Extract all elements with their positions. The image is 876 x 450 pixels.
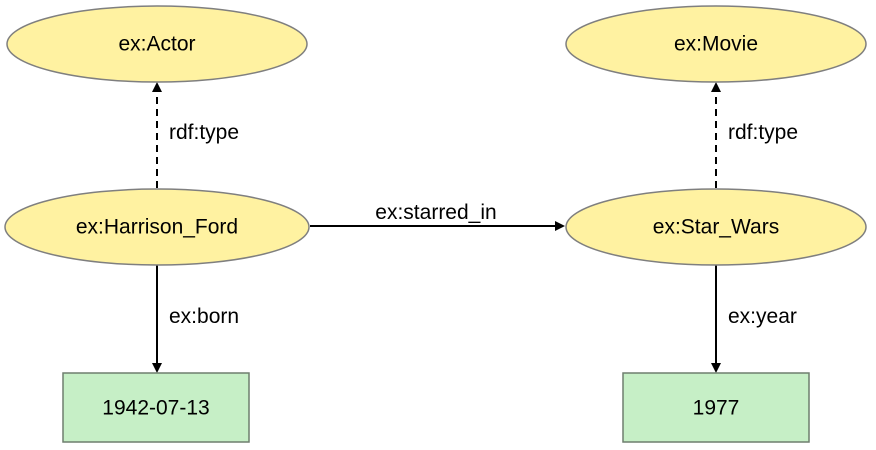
node-ex-harrison-ford-shape: [4, 188, 310, 266]
node-ex-actor: ex:Actor: [6, 5, 308, 83]
literal-year: 1977: [622, 372, 810, 443]
edge-ford-rdf-type: rdf:type: [152, 82, 239, 188]
edge-starred-in: ex:starred_in: [310, 201, 565, 231]
edge-year: ex:year: [711, 265, 797, 373]
literal-born-date-label: 1942-07-13: [102, 397, 209, 420]
edge-born: ex:born: [152, 265, 239, 373]
node-ex-actor-label: ex:Actor: [118, 33, 195, 56]
node-ex-movie-shape: [565, 5, 867, 83]
literal-year-label: 1977: [693, 397, 740, 420]
edge-starred-in-label: ex:starred_in: [375, 201, 496, 224]
literal-born-date-shape: [62, 372, 250, 443]
edge-year-label: ex:year: [728, 305, 797, 328]
literal-born-date: 1942-07-13: [62, 372, 250, 443]
node-ex-star-wars-label: ex:Star_Wars: [653, 216, 779, 239]
literal-year-shape: [622, 372, 810, 443]
node-ex-movie: ex:Movie: [565, 5, 867, 83]
node-ex-harrison-ford: ex:Harrison_Ford: [4, 188, 310, 266]
edge-starwars-rdf-type: rdf:type: [711, 82, 798, 188]
node-ex-actor-shape: [6, 5, 308, 83]
edge-starwars-rdf-type-label: rdf:type: [728, 121, 798, 144]
node-ex-star-wars-shape: [565, 188, 867, 266]
node-ex-movie-label: ex:Movie: [674, 33, 758, 56]
edge-born-label: ex:born: [169, 305, 239, 328]
edge-ford-rdf-type-label: rdf:type: [169, 121, 239, 144]
node-ex-harrison-ford-label: ex:Harrison_Ford: [76, 216, 238, 239]
node-ex-star-wars: ex:Star_Wars: [565, 188, 867, 266]
